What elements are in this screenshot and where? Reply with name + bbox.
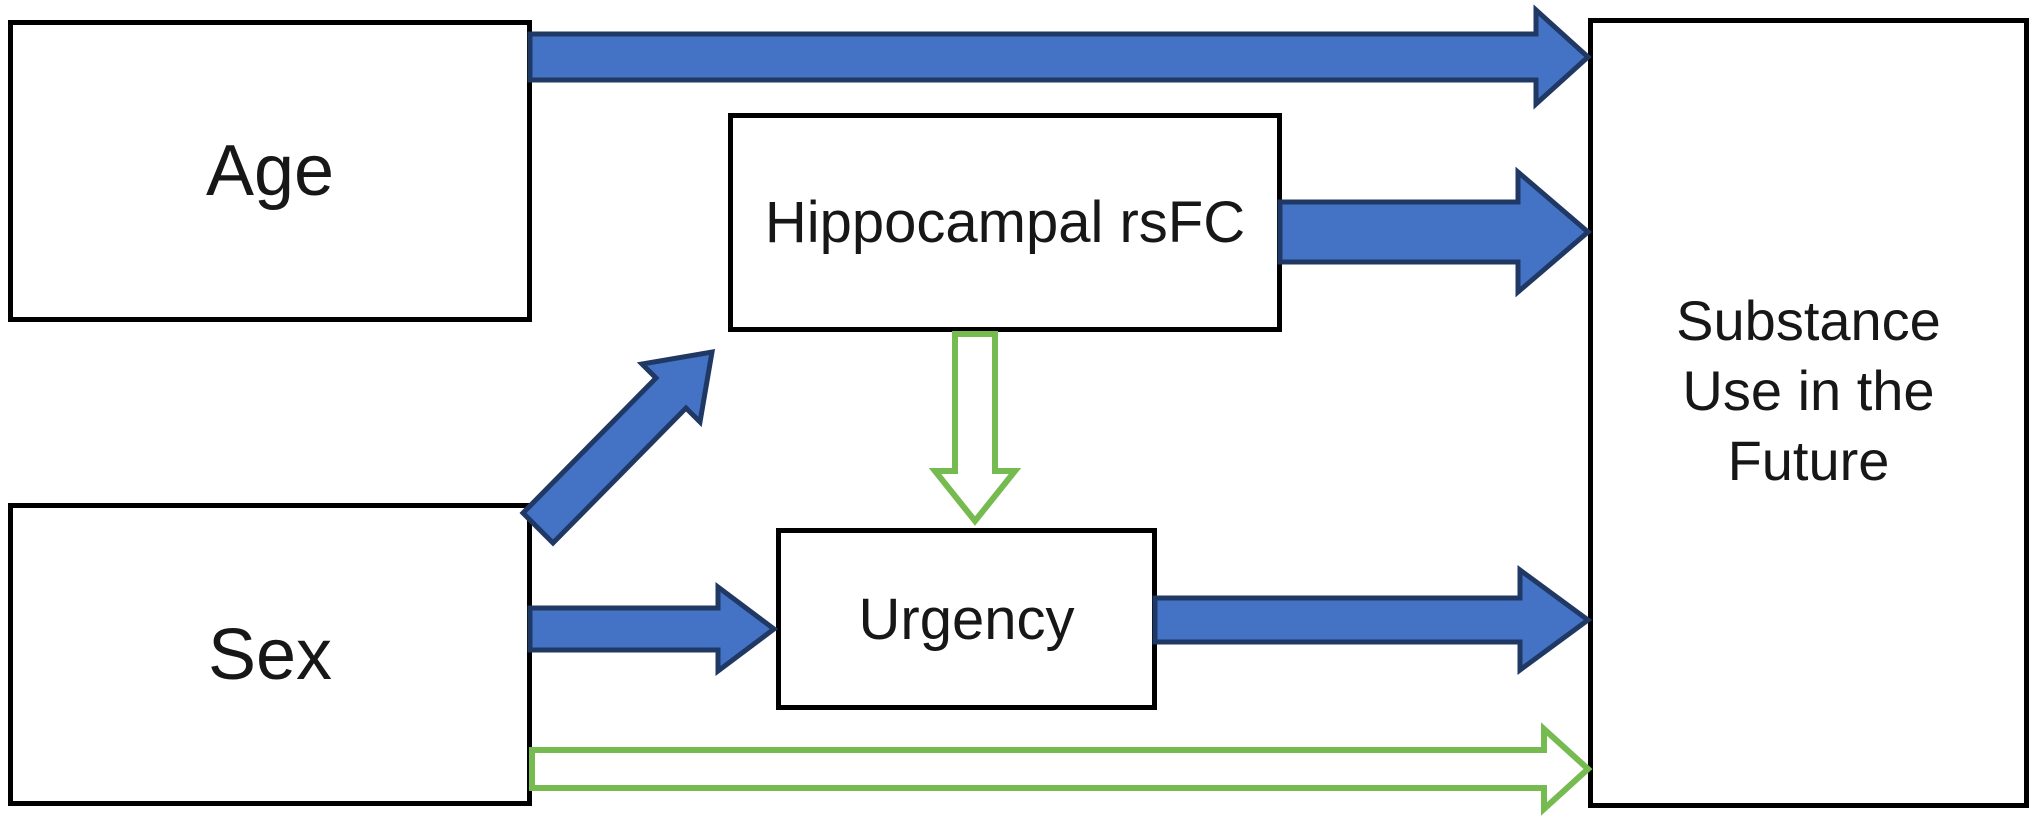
arrow-hippocampal-to-urgency-icon bbox=[928, 331, 1022, 526]
node-substance-use-future: Substance Use in the Future bbox=[1588, 18, 2029, 808]
node-substance-use-future-label: Substance Use in the Future bbox=[1676, 289, 1941, 492]
arrow-age-to-substance-icon bbox=[527, 4, 1592, 110]
arrow-hippocampal-to-substance-icon bbox=[1277, 166, 1592, 298]
arrow-sex-to-hippocampal-icon bbox=[519, 348, 716, 547]
node-sex: Sex bbox=[8, 503, 532, 806]
node-urgency-label: Urgency bbox=[858, 586, 1075, 652]
node-hippocampal-rsfc: Hippocampal rsFC bbox=[728, 113, 1282, 332]
node-urgency: Urgency bbox=[776, 528, 1157, 710]
node-sex-label: Sex bbox=[207, 614, 333, 695]
arrow-sex-to-substance-icon bbox=[529, 722, 1593, 816]
node-hippocampal-rsfc-label: Hippocampal rsFC bbox=[764, 190, 1246, 255]
arrow-sex-to-urgency-icon bbox=[527, 582, 779, 676]
arrow-urgency-to-substance-icon bbox=[1152, 565, 1593, 675]
node-age: Age bbox=[8, 20, 532, 322]
node-age-label: Age bbox=[205, 131, 335, 211]
